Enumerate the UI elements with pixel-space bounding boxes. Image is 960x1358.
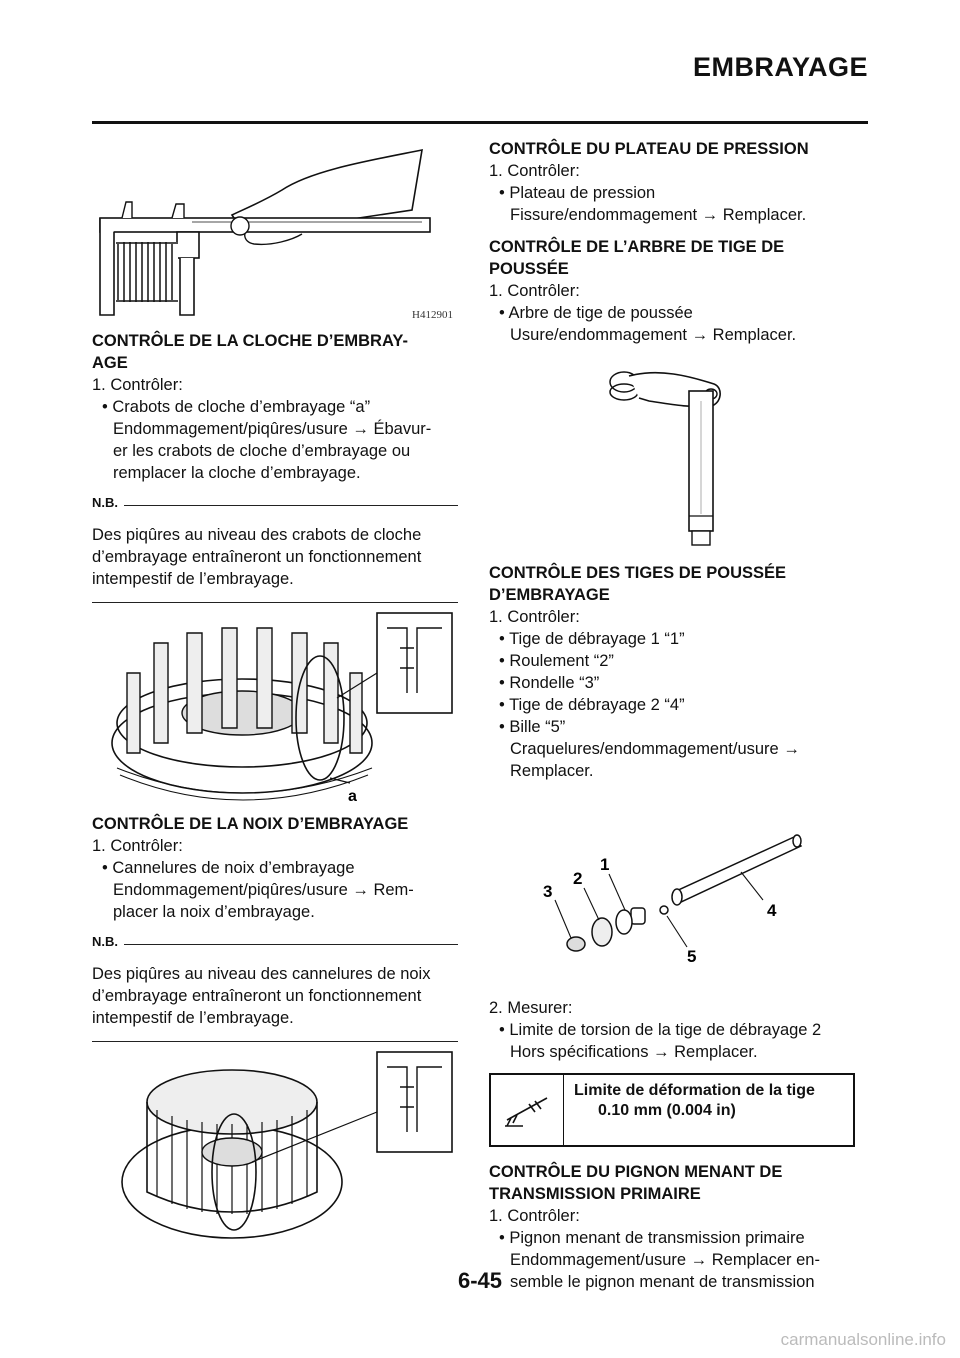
note-text: Des piqûres au niveau des cannelures de … xyxy=(92,963,458,1029)
figure-label-2: 2 xyxy=(573,869,582,888)
section-title-push-rods-cont: D’EMBRAYAGE xyxy=(489,586,610,604)
push-rods-figure: 1 2 3 4 5 xyxy=(543,834,803,966)
note-line: Des piqûres au niveau des crabots de clo… xyxy=(92,526,422,544)
bullet-item: • Bille “5” xyxy=(499,718,566,736)
note-line: d’embrayage entraîneront un fonctionneme… xyxy=(92,548,422,566)
step-check: 1. Contrôler: xyxy=(92,376,183,394)
figure-label-5: 5 xyxy=(687,947,696,966)
text-line: remplacer la cloche d’embrayage. xyxy=(113,464,361,482)
bullet-item: • Roulement “2” xyxy=(499,652,614,670)
spec-box: Limite de déformation de la tige 0.10 mm… xyxy=(489,1073,855,1147)
note-label: N.B. xyxy=(92,934,118,949)
text-line: Remplacer. xyxy=(510,762,594,780)
section-title-push-lever-shaft: CONTRÔLE DE L’ARBRE DE TIGE DE xyxy=(489,238,785,256)
note-line: intempestif de l’embrayage. xyxy=(92,570,294,588)
step-check: 1. Contrôler: xyxy=(92,837,183,855)
note-text: Des piqûres au niveau des crabots de clo… xyxy=(92,524,458,590)
clutch-boss-figure xyxy=(121,1051,453,1239)
step-check: 1. Contrôler: xyxy=(489,282,580,300)
section-title-primary-drive-gear: CONTRÔLE DU PIGNON MENANT DE xyxy=(489,1163,783,1181)
figure-label-a: a xyxy=(348,788,357,805)
figure-label-3: 3 xyxy=(543,882,552,901)
section-title-clutch-housing-cont: AGE xyxy=(92,354,128,372)
watermark: carmanualsonline.info xyxy=(780,1330,946,1349)
text-line: Usure/endommagement → Remplacer. xyxy=(510,326,797,344)
note-header: N.B. xyxy=(92,931,458,953)
figure-label-1: 1 xyxy=(600,855,609,874)
text-line: Endommagement/usure → Remplacer en- xyxy=(510,1251,820,1269)
bullet-item: • Plateau de pression xyxy=(499,184,656,202)
bullet-item: • Arbre de tige de poussée xyxy=(499,304,693,322)
clutch-housing-figure: a xyxy=(111,612,453,805)
text-line: semble le pignon menant de transmission xyxy=(510,1273,815,1291)
figure-label-4: 4 xyxy=(767,901,777,920)
note-line: Des piqûres au niveau des cannelures de … xyxy=(92,965,431,983)
section-title-push-lever-shaft-cont: POUSSÉE xyxy=(489,260,569,278)
bullet-item: • Limite de torsion de la tige de débray… xyxy=(499,1021,822,1039)
bullet-item: • Pignon menant de transmission primaire xyxy=(499,1229,805,1247)
text-line: placer la noix d’embrayage. xyxy=(113,903,315,921)
page-number: 6-45 xyxy=(457,1268,503,1293)
note-end-rule xyxy=(92,602,458,603)
step-measure: 2. Mesurer: xyxy=(489,999,573,1017)
bullet-item: • Tige de débrayage 2 “4” xyxy=(499,696,685,714)
figure-code: H412901 xyxy=(412,309,453,321)
bullet-item: • Rondelle “3” xyxy=(499,674,600,692)
bullet-item: • Cannelures de noix d’embrayage xyxy=(102,859,355,877)
section-title-clutch-boss: CONTRÔLE DE LA NOIX D’EMBRAYAGE xyxy=(92,815,409,833)
note-label: N.B. xyxy=(92,495,118,510)
bullet-item: • Tige de débrayage 1 “1” xyxy=(499,630,685,648)
caliper-icon xyxy=(491,1075,564,1145)
spec-value: 0.10 mm (0.004 in) xyxy=(598,1102,736,1119)
note-line: intempestif de l’embrayage. xyxy=(92,1009,294,1027)
section-title-primary-drive-gear-cont: TRANSMISSION PRIMAIRE xyxy=(489,1185,701,1203)
left-column: H412901 CONTRÔLE DE LA CLOCHE D’EMBRAY- … xyxy=(92,130,458,1242)
right-column: CONTRÔLE DU PLATEAU DE PRESSION 1. Contr… xyxy=(489,130,855,1293)
text-line: Fissure/endommagement → Remplacer. xyxy=(510,206,807,224)
text-line: er les crabots de cloche d’embrayage ou xyxy=(113,442,411,460)
section-title-pressure-plate: CONTRÔLE DU PLATEAU DE PRESSION xyxy=(489,140,809,158)
text-line: Hors spécifications → Remplacer. xyxy=(510,1043,758,1061)
note-header: N.B. xyxy=(92,492,458,514)
bullet-item: • Crabots de cloche d’embrayage “a” xyxy=(102,398,371,416)
caliper-figure: H412901 xyxy=(99,148,453,321)
text-line: Endommagement/piqûres/usure → Ébavur- xyxy=(113,420,432,438)
push-lever-shaft-figure xyxy=(609,371,721,546)
spec-title: Limite de déformation de la tige xyxy=(574,1082,815,1099)
step-check: 1. Contrôler: xyxy=(489,1207,580,1225)
page-header-title: EMBRAYAGE xyxy=(692,52,868,82)
section-title-clutch-housing: CONTRÔLE DE LA CLOCHE D’EMBRAY- xyxy=(92,332,408,350)
step-check: 1. Contrôler: xyxy=(489,162,580,180)
note-end-rule xyxy=(92,1041,458,1042)
note-line: d’embrayage entraîneront un fonctionneme… xyxy=(92,987,422,1005)
text-line: Endommagement/piqûres/usure → Rem- xyxy=(113,881,414,899)
step-check: 1. Contrôler: xyxy=(489,608,580,626)
text-line: Craquelures/endommagement/usure → xyxy=(510,740,800,758)
section-title-push-rods: CONTRÔLE DES TIGES DE POUSSÉE xyxy=(489,564,787,582)
header-rule xyxy=(92,121,868,124)
